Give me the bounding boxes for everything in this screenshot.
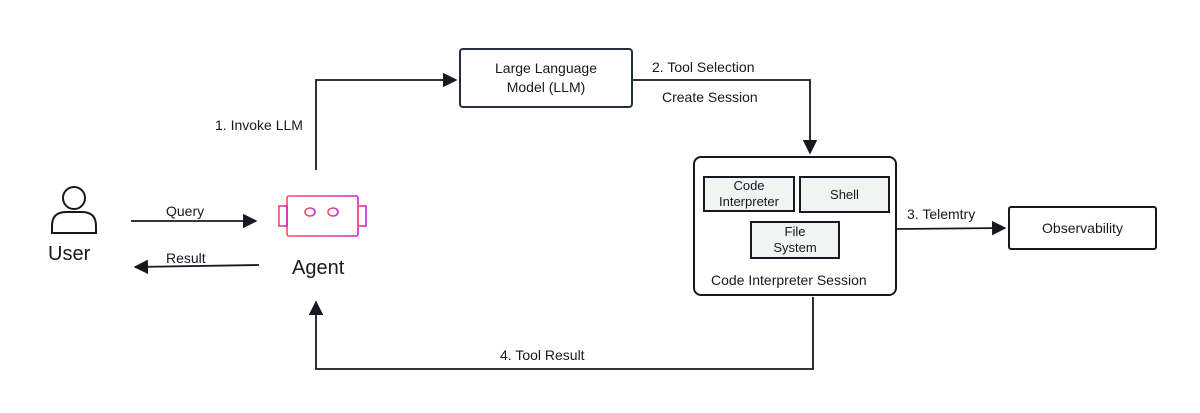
result-label: Result bbox=[166, 250, 206, 266]
file-system-label: File System bbox=[773, 224, 817, 255]
telemetry-arrow bbox=[896, 220, 1007, 236]
user-label: User bbox=[48, 243, 91, 265]
code-interpreter-label: Code Interpreter bbox=[719, 178, 779, 209]
tool-result-arrow bbox=[308, 297, 814, 370]
tool-selection-arrow bbox=[633, 79, 818, 155]
tool-selection-label: 2. Tool Selection bbox=[652, 59, 755, 75]
invoke-llm-arrow bbox=[315, 72, 458, 170]
code-interpreter-box: Code Interpreter bbox=[703, 176, 795, 212]
shell-box: Shell bbox=[799, 176, 890, 213]
llm-box: Large Language Model (LLM) bbox=[459, 48, 633, 108]
telemetry-label: 3. Telemtry bbox=[907, 206, 976, 222]
shell-label: Shell bbox=[830, 186, 859, 202]
code-interpreter-session-box bbox=[693, 156, 897, 296]
create-session-label: Create Session bbox=[662, 89, 758, 105]
session-label: Code Interpreter Session bbox=[711, 272, 867, 288]
file-system-box: File System bbox=[750, 221, 840, 259]
robot-icon bbox=[278, 195, 367, 237]
observability-label: Observability bbox=[1042, 220, 1123, 236]
invoke-llm-label: 1. Invoke LLM bbox=[215, 117, 303, 133]
agent-label: Agent bbox=[292, 257, 345, 279]
llm-label: Large Language Model (LLM) bbox=[495, 60, 597, 95]
person-icon bbox=[51, 186, 97, 234]
observability-box: Observability bbox=[1008, 206, 1157, 250]
result-arrow bbox=[133, 259, 260, 274]
query-label: Query bbox=[166, 203, 205, 219]
tool-result-label: 4. Tool Result bbox=[500, 347, 585, 363]
